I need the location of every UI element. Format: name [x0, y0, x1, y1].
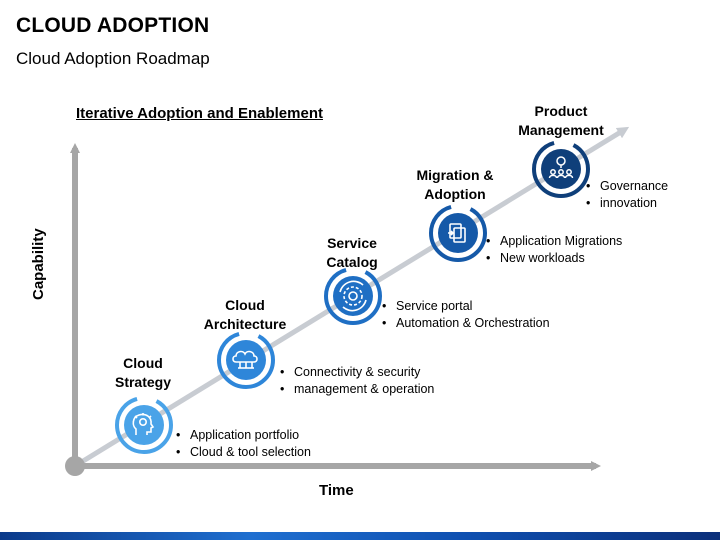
stage-title-line: Cloud — [123, 355, 163, 371]
page-subtitle: Cloud Adoption Roadmap — [16, 49, 210, 68]
stage-title-line: Management — [518, 122, 604, 138]
stage-title-line: Architecture — [203, 316, 287, 332]
stage-title-product-management: Product Management — [501, 102, 621, 140]
stage-bullets-cloud-strategy: Application portfolio Cloud & tool selec… — [176, 427, 311, 461]
list-item: innovation — [586, 195, 668, 212]
footer-bar — [0, 532, 720, 540]
stage-node-migration-adoption — [428, 203, 488, 263]
stage-title-line: Adoption — [424, 186, 486, 202]
stage-title-service-catalog: Service Catalog — [292, 234, 412, 272]
stage-title-line: Product — [534, 103, 588, 119]
list-item: Governance — [586, 178, 668, 195]
stage-title-line: Strategy — [114, 374, 172, 390]
stage-bullets-product-management: Governance innovation — [586, 178, 668, 212]
list-item: Service portal — [382, 298, 550, 315]
head-lightbulb-icon — [132, 413, 155, 435]
list-item: Connectivity & security — [280, 364, 434, 381]
stage-node-cloud-architecture — [216, 330, 276, 390]
stage-title-line: Cloud — [225, 297, 265, 313]
stage-node-cloud-strategy — [114, 395, 174, 455]
list-item: Application portfolio — [176, 427, 311, 444]
y-axis-label: Capability — [30, 228, 47, 300]
cloud-network-icon — [232, 350, 258, 369]
list-item: New workloads — [486, 250, 622, 267]
stage-bullets-service-catalog: Service portal Automation & Orchestratio… — [382, 298, 550, 332]
documents-stack-icon — [448, 223, 466, 243]
stage-bullets-cloud-architecture: Connectivity & security management & ope… — [280, 364, 434, 398]
section-heading: Iterative Adoption and Enablement — [76, 105, 323, 122]
axis-origin — [65, 456, 85, 476]
stage-title-cloud-architecture: Cloud Architecture — [185, 296, 305, 334]
stage-title-line: Migration & — [416, 167, 494, 183]
stage-node-product-management — [531, 139, 591, 199]
list-item: Cloud & tool selection — [176, 444, 311, 461]
stage-title-cloud-strategy: Cloud Strategy — [83, 354, 203, 392]
list-item: management & operation — [280, 381, 434, 398]
list-item: Automation & Orchestration — [382, 315, 550, 332]
stage-node-service-catalog — [323, 266, 383, 326]
team-lightbulb-icon — [548, 156, 574, 179]
x-axis-label: Time — [319, 482, 354, 499]
page-title: CLOUD ADOPTION — [16, 14, 210, 37]
stage-title-line: Service — [327, 235, 377, 251]
stage-title-line: Catalog — [326, 254, 378, 270]
list-item: Application Migrations — [486, 233, 622, 250]
stage-bullets-migration-adoption: Application Migrations New workloads — [486, 233, 622, 267]
stage-title-migration-adoption: Migration & Adoption — [395, 166, 515, 204]
gear-cycle-icon — [339, 280, 367, 312]
